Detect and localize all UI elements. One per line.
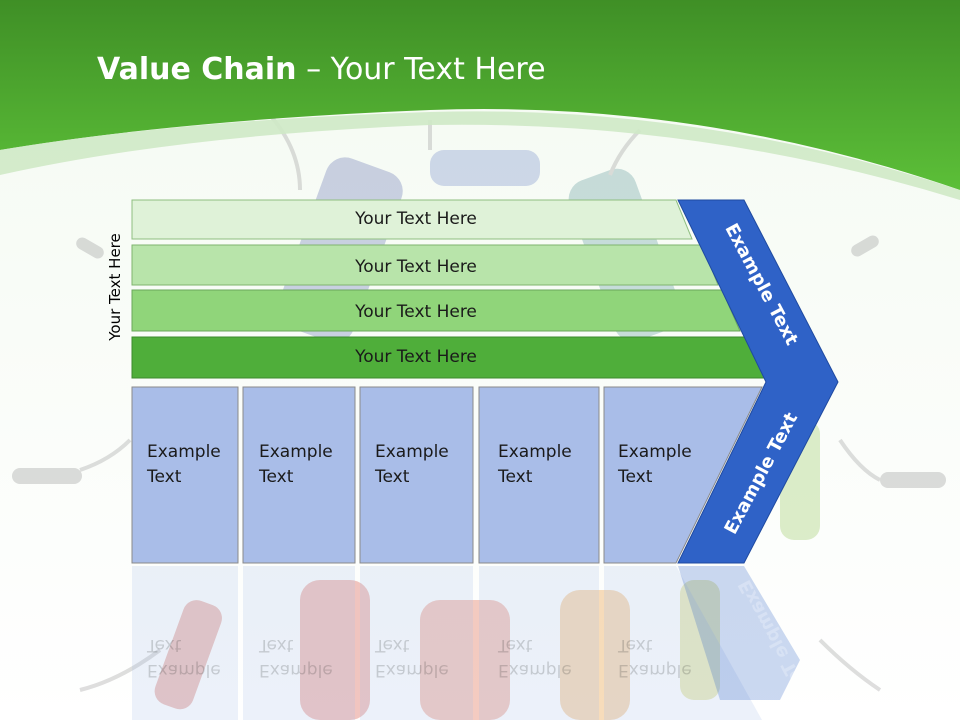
header-band xyxy=(0,0,960,190)
box-text-line: Text xyxy=(498,635,533,655)
box-text-line: Text xyxy=(618,635,653,655)
side-label: Your Text Here xyxy=(106,233,124,341)
box-text: Example Text xyxy=(618,440,692,490)
box-5 xyxy=(603,386,763,564)
box-text-reflection: Example Text xyxy=(618,632,692,682)
bar-label: Your Text Here xyxy=(355,257,477,277)
box-text-line: Text xyxy=(147,635,182,655)
slide-title: Value Chain – Your Text Here xyxy=(97,52,546,87)
bar-label: Your Text Here xyxy=(355,302,477,322)
box-text-line: Example xyxy=(147,660,221,680)
bar-label: Your Text Here xyxy=(355,209,477,229)
box-text-line: Example xyxy=(498,442,572,462)
box-text-line: Text xyxy=(259,467,294,487)
box-text: Example Text xyxy=(375,440,449,490)
box-text-line: Example xyxy=(259,442,333,462)
box-text-line: Example xyxy=(375,660,449,680)
bar-1 xyxy=(131,199,693,240)
box-4 xyxy=(478,386,600,564)
box-text: Example Text xyxy=(147,440,221,490)
box-text-line: Text xyxy=(375,635,410,655)
box-text-line: Example xyxy=(498,660,572,680)
box-text-line: Text xyxy=(618,467,653,487)
box-text-line: Text xyxy=(498,467,533,487)
box-text-line: Example xyxy=(618,660,692,680)
chevron-reflection xyxy=(678,566,800,700)
box-text: Example Text xyxy=(259,440,333,490)
bar-3 xyxy=(131,289,741,332)
box-text-line: Example xyxy=(375,442,449,462)
bar-2 xyxy=(131,244,719,286)
box-text-line: Text xyxy=(259,635,294,655)
box-text-reflection: Example Text xyxy=(147,632,221,682)
box-text-line: Example xyxy=(259,660,333,680)
box-text-line: Text xyxy=(375,467,410,487)
box-2 xyxy=(242,386,356,564)
box-text-line: Example xyxy=(147,442,221,462)
box-text-line: Text xyxy=(147,467,182,487)
box-text-reflection: Example Text xyxy=(375,632,449,682)
title-rest: – Your Text Here xyxy=(306,52,546,87)
chevron xyxy=(677,199,839,564)
bar-label: Your Text Here xyxy=(355,347,477,367)
box-3 xyxy=(359,386,474,564)
box-text: Example Text xyxy=(498,440,572,490)
title-bold: Value Chain xyxy=(97,52,297,87)
header-swoosh xyxy=(0,111,960,200)
box-1 xyxy=(131,386,239,564)
box-text-reflection: Example Text xyxy=(498,632,572,682)
box-text-reflection: Example Text xyxy=(259,632,333,682)
box-text-line: Example xyxy=(618,442,692,462)
box-reflection xyxy=(132,566,762,720)
